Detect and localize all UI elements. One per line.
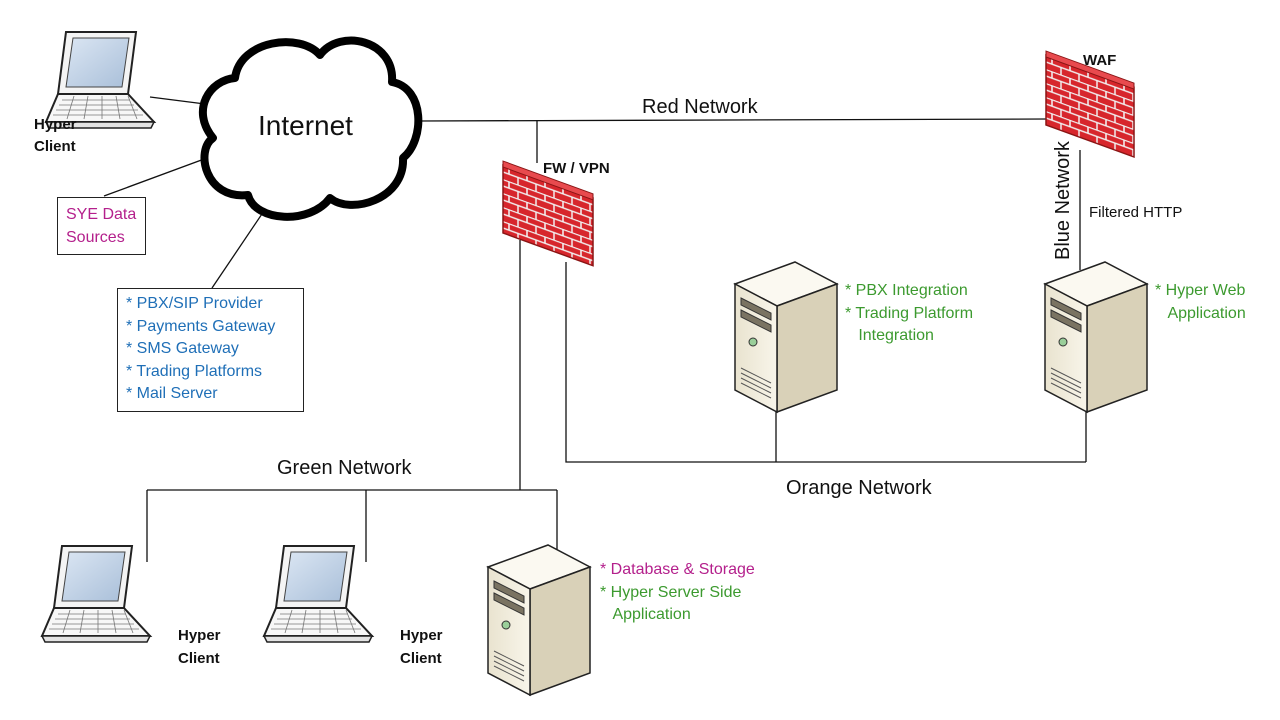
- service-line: Application: [1155, 304, 1246, 322]
- bottom-left-client-laptop: [41, 545, 151, 643]
- red-network-label: Red Network: [642, 96, 758, 118]
- internet-label: Internet: [258, 110, 353, 141]
- provider-item: * Mail Server: [126, 385, 218, 402]
- provider-item: * PBX/SIP Provider: [126, 295, 263, 312]
- service-line: Application: [600, 606, 691, 623]
- waf-label: WAF: [1083, 52, 1117, 69]
- integration-server: [734, 261, 838, 413]
- filtered-http-label: Filtered HTTP: [1089, 204, 1183, 221]
- service-line: * Hyper Web: [1155, 282, 1246, 299]
- web-server: [1044, 261, 1148, 413]
- database-server: [487, 544, 591, 696]
- bottom-right-client-label: Hyper Client: [400, 627, 443, 667]
- service-line: * Database & Storage: [600, 561, 755, 578]
- bottom-left-client-label: Hyper Client: [178, 627, 221, 667]
- service-line: Integration: [845, 327, 934, 344]
- orange-network-label: Orange Network: [786, 477, 932, 499]
- service-line: * Hyper Server Side: [600, 583, 742, 601]
- service-line: * PBX Integration: [845, 282, 968, 299]
- provider-item: * SMS Gateway: [126, 340, 239, 357]
- green-network-label: Green Network: [277, 457, 412, 479]
- bottom-right-client-laptop: [263, 545, 373, 643]
- web-server-services: * Hyper Web Application: [1155, 280, 1246, 325]
- database-server-services: * Database & Storage * Hyper Server Side…: [600, 559, 755, 627]
- blue-network-label: Blue Network: [1052, 141, 1074, 260]
- fw-vpn-firewall: [502, 160, 594, 267]
- sye-data-sources-label: SYE Data Sources: [66, 206, 137, 246]
- provider-item: * Trading Platforms: [126, 362, 263, 380]
- service-line: * Trading Platform: [845, 304, 974, 322]
- provider-item: * Payments Gateway: [126, 317, 276, 335]
- sye-data-sources-box: SYE Data Sources: [57, 197, 146, 255]
- connector-lines: [103, 96, 1087, 562]
- external-providers-box: * PBX/SIP Provider * Payments Gateway * …: [117, 288, 304, 412]
- fw-vpn-label: FW / VPN: [543, 160, 610, 177]
- waf-firewall: [1045, 50, 1135, 159]
- internet-cloud: [198, 36, 423, 221]
- integration-server-services: * PBX Integration * Trading Platform Int…: [845, 280, 973, 348]
- top-client-label: Hyper Client: [34, 116, 77, 155]
